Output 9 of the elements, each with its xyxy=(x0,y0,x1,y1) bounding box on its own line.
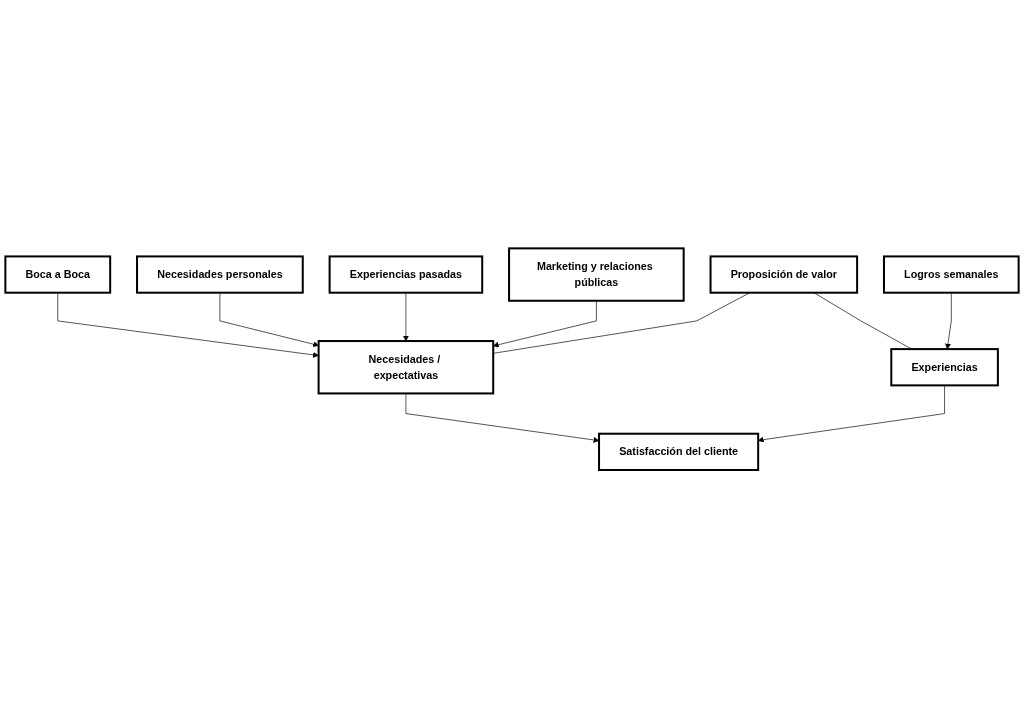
node-box: Experiencias pasadas xyxy=(328,255,484,294)
node-box: Necesidades / expectativas xyxy=(317,340,495,395)
node-box: Experiencias xyxy=(890,348,999,387)
node-box: Proposición de valor xyxy=(709,255,859,294)
node-box: Boca a Boca xyxy=(4,255,112,294)
node-box: Logros semanales xyxy=(882,255,1020,294)
node-box: Satisfacción del cliente xyxy=(598,433,760,472)
node-box: Necesidades personales xyxy=(136,255,304,294)
node-box: Marketing y relaciones públicas xyxy=(508,247,685,303)
